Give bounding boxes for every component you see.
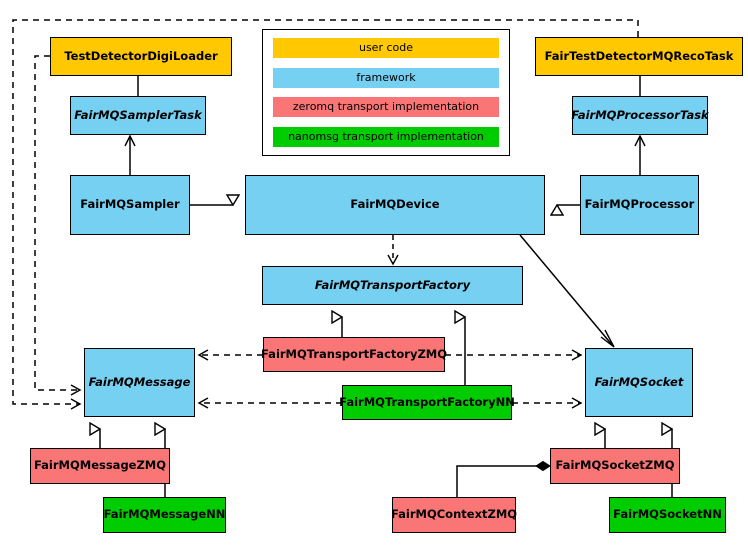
class-node-fairmqsocket[interactable]: FairMQSocket xyxy=(585,348,693,417)
class-node-testdetectordigiloader[interactable]: TestDetectorDigiLoader xyxy=(50,37,232,76)
class-node-fairmqmessage[interactable]: FairMQMessage xyxy=(84,348,195,417)
legend-item-framework: framework xyxy=(273,67,499,88)
class-node-fairmqsamplertask[interactable]: FairMQSamplerTask xyxy=(70,96,206,135)
class-node-fairmqtransportfactory[interactable]: FairMQTransportFactory xyxy=(262,266,523,305)
class-node-fairmqdevice[interactable]: FairMQDevice xyxy=(245,175,545,235)
legend-item-zeromq: zeromq transport implementation xyxy=(273,97,499,118)
class-node-fairmqsocketzmq[interactable]: FairMQSocketZMQ xyxy=(550,448,680,484)
class-node-fairmqsocketnn[interactable]: FairMQSocketNN xyxy=(609,497,726,533)
class-node-fairmqmessagezmq[interactable]: FairMQMessageZMQ xyxy=(30,448,170,484)
class-node-fairmqtransportfactorynn[interactable]: FairMQTransportFactoryNN xyxy=(339,385,515,420)
class-node-fairtestdetectormqrecotask[interactable]: FairTestDetectorMQRecoTask xyxy=(535,37,743,76)
legend: user code framework zeromq transport imp… xyxy=(262,29,510,156)
class-node-fairmqsampler[interactable]: FairMQSampler xyxy=(70,175,190,235)
class-node-fairmqcontextzmq[interactable]: FairMQContextZMQ xyxy=(391,497,517,533)
class-node-fairmqtransportfactoryzmq[interactable]: FairMQTransportFactoryZMQ xyxy=(261,337,447,372)
class-node-fairmqmessagenn[interactable]: FairMQMessageNN xyxy=(103,497,226,533)
class-node-fairmqprocessor[interactable]: FairMQProcessor xyxy=(580,175,699,235)
legend-item-nanomsg: nanomsg transport implementation xyxy=(273,126,499,147)
class-node-fairmqprocessortask[interactable]: FairMQProcessorTask xyxy=(571,96,709,135)
legend-item-user-code: user code xyxy=(273,38,499,58)
